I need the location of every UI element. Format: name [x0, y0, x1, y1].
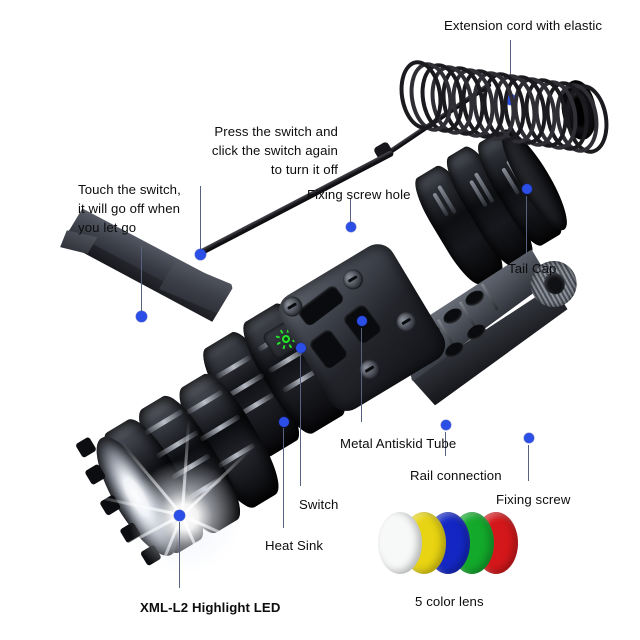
label-xml-l2-led: XML-L2 Highlight LED [140, 600, 281, 615]
bezel-crenel [74, 436, 97, 459]
color-lens-set [378, 512, 518, 580]
callout-dot-tail-cap[interactable] [522, 184, 532, 194]
leader-line-extension-cord [510, 40, 512, 100]
callout-dot-press-switch[interactable] [195, 249, 206, 260]
leader-line-heat-sink [283, 428, 285, 528]
label-5-color-lens: 5 color lens [415, 594, 484, 609]
callout-dot-metal-antiskid-tube[interactable] [357, 316, 367, 326]
leader-line-rail-connection [445, 432, 447, 456]
label-fixing-screw: Fixing screw [496, 492, 571, 507]
label-extension-cord: Extension cord with elastic [444, 18, 603, 33]
leader-line-touch-switch [141, 246, 143, 318]
callout-dot-fixing-screw[interactable] [524, 433, 534, 443]
callout-dot-extension-cord[interactable] [505, 94, 516, 105]
callout-dot-rail-connection[interactable] [441, 420, 451, 430]
leader-line-switch [300, 354, 302, 486]
label-rail-connection: Rail connection [410, 468, 502, 483]
label-metal-antiskid-tube: Metal Antiskid Tube [340, 436, 457, 451]
leader-line-press-switch [200, 186, 202, 256]
label-heat-sink: Heat Sink [265, 538, 324, 553]
leader-line-fixing-screw [528, 445, 530, 481]
leader-line-fixing-screw-hole [350, 198, 352, 228]
leader-line-tail-cap [526, 196, 528, 254]
callout-dot-switch[interactable] [296, 343, 306, 353]
leader-line-xml-l2-led [179, 522, 181, 588]
label-press-switch: Press the switch and click the switch ag… [211, 124, 338, 177]
label-fixing-screw-hole: Fixing screw hole [307, 187, 411, 202]
callout-dot-touch-switch[interactable] [136, 311, 147, 322]
label-touch-switch: Touch the switch, it will go off when yo… [78, 182, 181, 235]
leader-line-metal-antiskid-tube [361, 328, 363, 422]
callout-dot-xml-l2-led[interactable] [174, 510, 185, 521]
callout-dot-fixing-screw-hole[interactable] [346, 222, 356, 232]
lens-clear[interactable] [378, 512, 422, 574]
label-switch: Switch [299, 497, 339, 512]
callout-dot-heat-sink[interactable] [279, 417, 289, 427]
label-tail-cap: Tail Cap [508, 261, 557, 276]
